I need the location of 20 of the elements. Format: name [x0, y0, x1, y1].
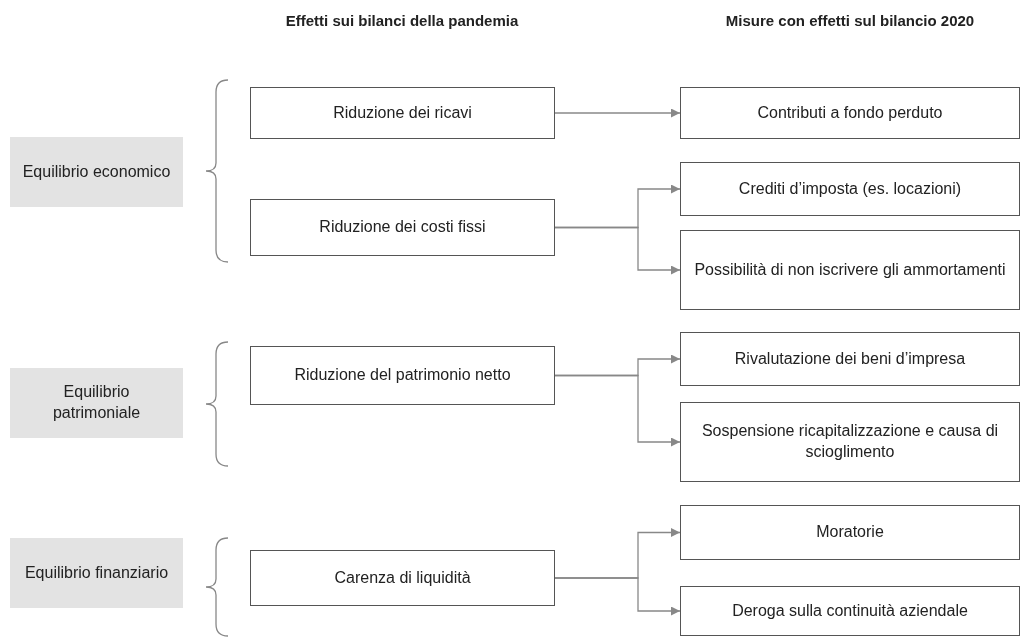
process-box: Carenza di liquidità — [250, 550, 555, 606]
process-box: Riduzione dei ricavi — [250, 87, 555, 139]
arrow — [554, 108, 681, 118]
arrow — [554, 374, 681, 447]
process-box: Moratorie — [680, 505, 1020, 560]
column-heading: Effetti sui bilanci della pandemia — [285, 12, 519, 29]
category-box: Equilibrio finanziario — [10, 538, 183, 608]
process-box: Riduzione del patrimonio netto — [250, 346, 555, 405]
arrow — [554, 577, 681, 616]
column-heading: Misure con effetti sul bilancio 2020 — [725, 12, 975, 29]
process-box: Deroga sulla continuità aziendale — [680, 586, 1020, 636]
process-box: Crediti d’imposta (es. locazioni) — [680, 162, 1020, 216]
category-box: Equilibrio economico — [10, 137, 183, 207]
arrow — [554, 226, 681, 275]
process-box: Sospensione ricapitalizzazione e causa di scioglimento — [680, 402, 1020, 482]
process-box: Riduzione dei costi fissi — [250, 199, 555, 256]
process-box: Possibilità di non iscrivere gli ammortamenti — [680, 230, 1020, 310]
process-box: Contributi a fondo perduto — [680, 87, 1020, 139]
category-box: Equilibrio patrimoniale — [10, 368, 183, 438]
process-box: Rivalutazione dei beni d’impresa — [680, 332, 1020, 386]
